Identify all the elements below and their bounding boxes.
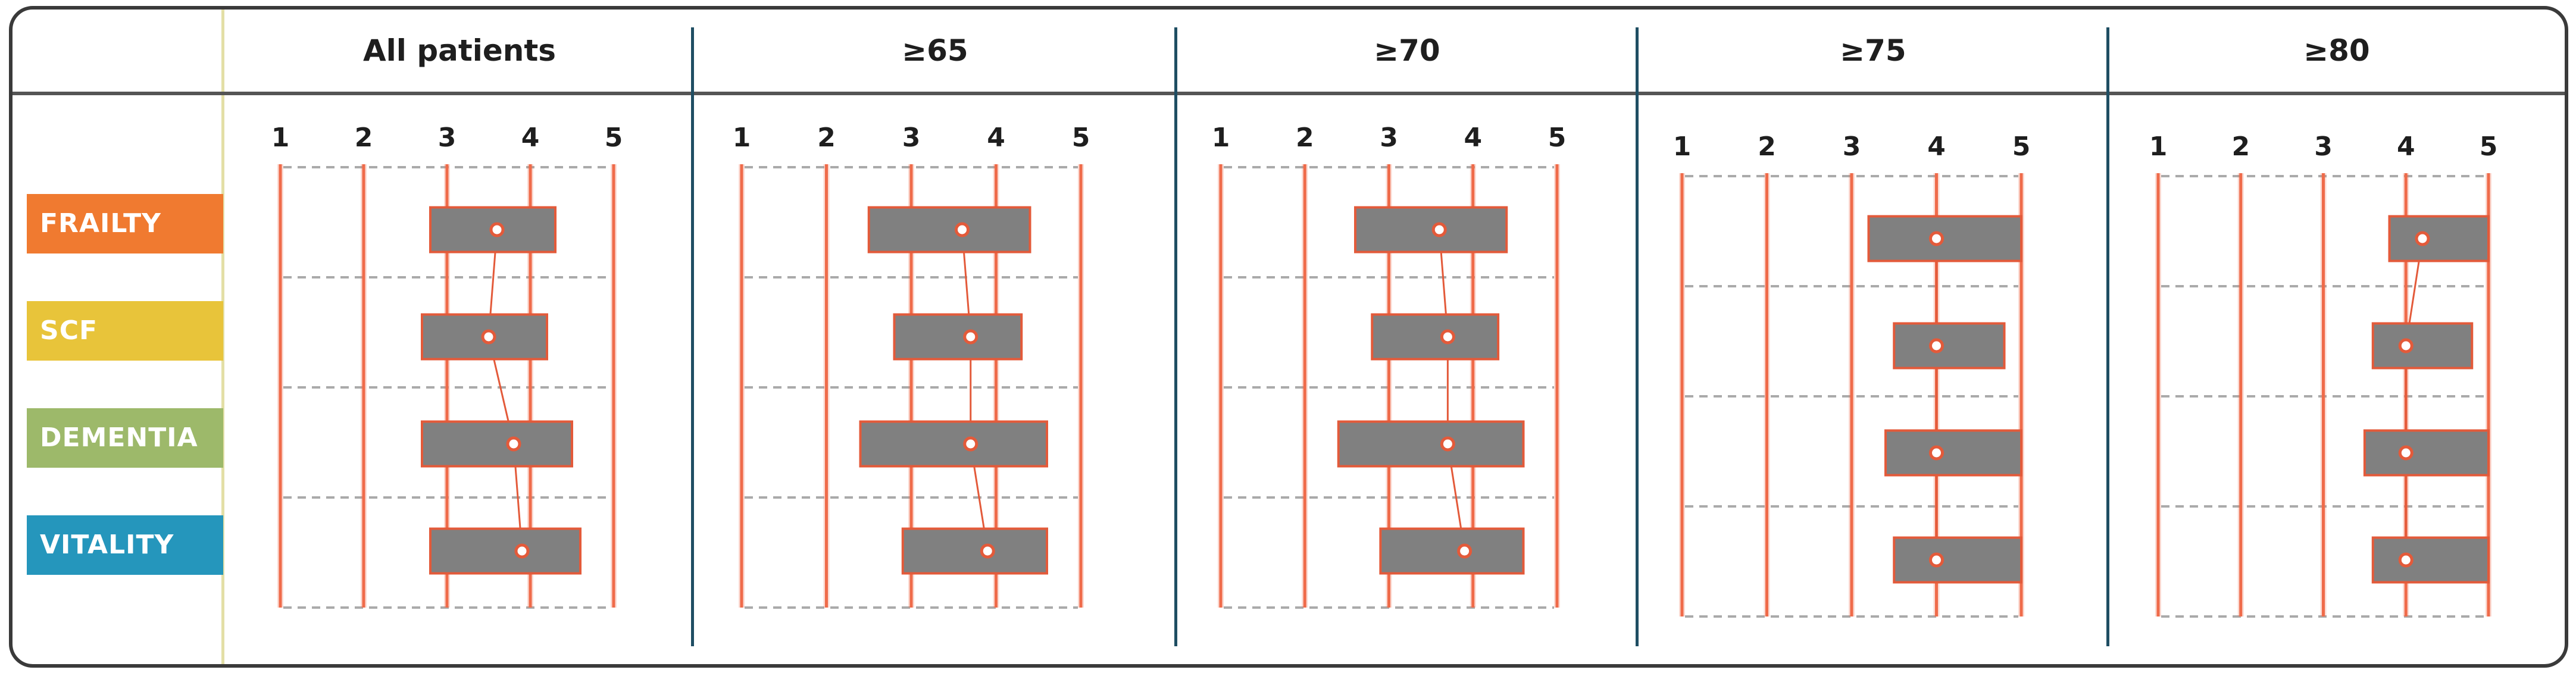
panel-title: ≥75 bbox=[1840, 33, 1906, 68]
row-label-dementia: DEMENTIA bbox=[27, 408, 223, 468]
range-box bbox=[1884, 429, 2022, 477]
tick-label: 2 bbox=[355, 123, 373, 153]
row-label-scf: SCF bbox=[27, 301, 223, 361]
tick-label: 4 bbox=[1927, 132, 1946, 162]
tick-label: 3 bbox=[2314, 132, 2333, 162]
tick-label: 4 bbox=[2397, 132, 2415, 162]
range-box bbox=[901, 527, 1048, 575]
chart-plot-area: 1 2 3 4 5 1 2 3 4 5 1 2 3 4 5 1 2 3 4 5 1 2 3 4 5 bbox=[271, 123, 2498, 618]
median-marker bbox=[1431, 222, 1447, 237]
range-box bbox=[893, 313, 1023, 361]
median-marker bbox=[514, 543, 530, 559]
median-marker bbox=[506, 436, 521, 452]
panel-title: ≥65 bbox=[902, 33, 968, 68]
tick-label: 5 bbox=[1548, 123, 1567, 153]
range-box bbox=[1337, 420, 1525, 468]
panel-75-plus: ≥75 bbox=[1638, 10, 2108, 664]
median-marker bbox=[481, 329, 496, 345]
range-box bbox=[1867, 215, 2022, 262]
connector-line bbox=[2405, 238, 2424, 560]
range-box bbox=[1893, 322, 2006, 370]
tick-label: 2 bbox=[2231, 132, 2250, 162]
panel-divider bbox=[1636, 27, 1639, 646]
connector-line bbox=[961, 229, 989, 552]
tick-label: 1 bbox=[1673, 132, 1692, 162]
range-box bbox=[1354, 206, 1508, 254]
range-box bbox=[2371, 322, 2474, 370]
median-marker bbox=[1929, 552, 1944, 568]
connector-line bbox=[1438, 229, 1466, 552]
row-label-frailty: FRAILTY bbox=[27, 194, 223, 254]
median-marker bbox=[1929, 338, 1944, 353]
median-marker bbox=[2415, 231, 2430, 246]
connector-line bbox=[487, 229, 523, 552]
median-marker bbox=[1929, 445, 1944, 461]
range-box bbox=[1371, 313, 1500, 361]
range-box bbox=[1893, 536, 2022, 584]
tick-label: 3 bbox=[1380, 123, 1398, 153]
header-divider bbox=[12, 92, 2565, 95]
panel-title: All patients bbox=[362, 33, 557, 68]
tick-label: 5 bbox=[605, 123, 623, 153]
range-box bbox=[859, 420, 1048, 468]
median-marker bbox=[1929, 231, 1944, 246]
median-marker bbox=[489, 222, 505, 237]
panel-all-patients: All patients bbox=[224, 10, 695, 664]
range-box bbox=[429, 527, 582, 575]
tick-label: 3 bbox=[902, 123, 921, 153]
tick-label: 3 bbox=[438, 123, 457, 153]
median-marker bbox=[2398, 552, 2414, 568]
panel-70-plus: ≥70 bbox=[1177, 10, 1637, 664]
median-marker bbox=[1440, 329, 1455, 345]
figure-frame: FRAILTY SCF DEMENTIA VITALITY All patien… bbox=[9, 6, 2568, 668]
tick-label: 4 bbox=[1464, 123, 1482, 153]
tick-label: 4 bbox=[521, 123, 540, 153]
tick-label: 2 bbox=[1758, 132, 1776, 162]
panel-title: ≥80 bbox=[2303, 33, 2370, 68]
tick-label: 5 bbox=[2480, 132, 2498, 162]
median-marker bbox=[963, 329, 978, 345]
tick-label: 1 bbox=[1212, 123, 1230, 153]
panel-80-plus: ≥80 bbox=[2109, 10, 2565, 664]
tick-label: 1 bbox=[733, 123, 751, 153]
panel-divider bbox=[691, 27, 694, 646]
range-box bbox=[2363, 429, 2490, 477]
median-marker bbox=[1440, 436, 1455, 452]
median-marker bbox=[2398, 338, 2414, 353]
tick-label: 4 bbox=[987, 123, 1005, 153]
median-marker bbox=[955, 222, 970, 237]
tick-label: 1 bbox=[271, 123, 290, 153]
tick-label: 3 bbox=[1843, 132, 1861, 162]
median-marker bbox=[1457, 543, 1473, 559]
range-box bbox=[421, 420, 573, 468]
tick-label: 5 bbox=[1072, 123, 1090, 153]
median-marker bbox=[2398, 445, 2414, 461]
row-label-vitality: VITALITY bbox=[27, 515, 223, 575]
range-box bbox=[2388, 215, 2490, 262]
panel-divider bbox=[2106, 27, 2109, 646]
median-marker bbox=[980, 543, 995, 559]
range-box bbox=[2371, 536, 2490, 584]
panel-65-plus: ≥65 bbox=[695, 10, 1176, 664]
tick-label: 2 bbox=[1296, 123, 1314, 153]
range-box bbox=[867, 206, 1031, 254]
panel-divider bbox=[1174, 27, 1177, 646]
range-box bbox=[1379, 527, 1525, 575]
median-marker bbox=[963, 436, 978, 452]
tick-label: 2 bbox=[817, 123, 836, 153]
panel-title: ≥70 bbox=[1374, 33, 1440, 68]
tick-label: 1 bbox=[2149, 132, 2168, 162]
tick-label: 5 bbox=[2012, 132, 2031, 162]
